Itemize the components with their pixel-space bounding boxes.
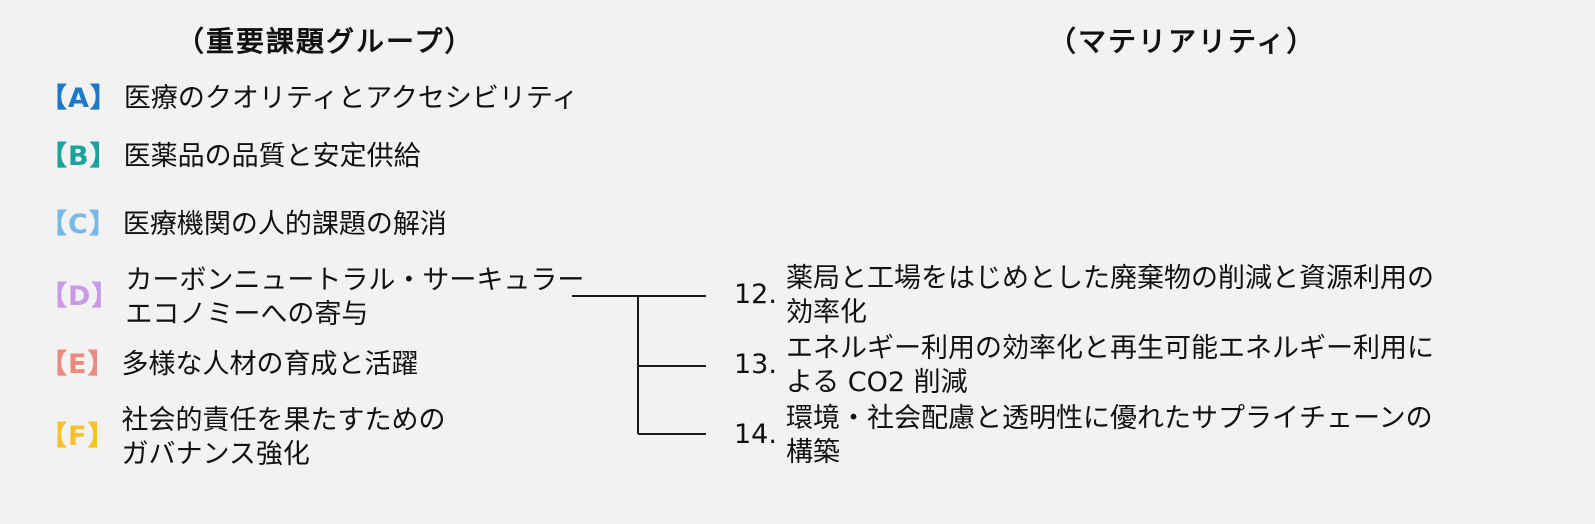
group-badge-d: 【D】 xyxy=(40,281,120,312)
materiality-text-14: 環境・社会配慮と透明性に優れたサプライチェーンの 構築 xyxy=(786,402,1433,470)
materiality-12-line-2: 効率化 xyxy=(786,297,867,328)
group-b-line-1: 医薬品の品質と安定供給 xyxy=(123,141,421,172)
group-label-b: 医薬品の品質と安定供給 xyxy=(124,140,421,174)
materiality-number-13: 13. xyxy=(734,349,777,380)
group-f-line-1: 社会的責任を果たすための xyxy=(121,405,446,436)
group-d: 【D】 カーボンニュートラル・サーキュラー エコノミーへの寄与 xyxy=(40,264,584,332)
materiality-text-13: エネルギー利用の効率化と再生可能エネルギー利用に よる CO2 削減 xyxy=(786,332,1434,400)
materiality-number-12: 12. xyxy=(734,279,777,310)
group-badge-f: 【F】 xyxy=(40,421,116,452)
materiality-text-12: 薬局と工場をはじめとした廃棄物の削減と資源利用の 効率化 xyxy=(786,262,1434,330)
materiality-14: 14. 環境・社会配慮と透明性に優れたサプライチェーンの 構築 xyxy=(734,402,1433,470)
group-a: 【A】 医療のクオリティとアクセシビリティ xyxy=(40,82,578,116)
group-f-line-2: ガバナンス強化 xyxy=(121,439,310,470)
heading-materiality: （マテリアリティ） xyxy=(1048,25,1317,58)
materiality-14-line-1: 環境・社会配慮と透明性に優れたサプライチェーンの xyxy=(786,403,1433,434)
materiality-12-line-1: 薬局と工場をはじめとした廃棄物の削減と資源利用の xyxy=(786,263,1434,294)
group-e-line-1: 多様な人材の育成と活躍 xyxy=(121,349,419,380)
group-label-c: 医療機関の人的課題の解消 xyxy=(123,208,447,242)
materiality-13-line-2: よる CO2 削減 xyxy=(786,367,968,398)
group-e: 【E】 多様な人材の育成と活躍 xyxy=(40,348,418,382)
group-f: 【F】 社会的責任を果たすための ガバナンス強化 xyxy=(40,404,445,472)
group-c-line-1: 医療機関の人的課題の解消 xyxy=(122,209,447,240)
group-a-line-1: 医療のクオリティとアクセシビリティ xyxy=(123,83,579,114)
group-c: 【C】 医療機関の人的課題の解消 xyxy=(40,208,447,242)
group-label-f: 社会的責任を果たすための ガバナンス強化 xyxy=(121,404,445,472)
group-label-a: 医療のクオリティとアクセシビリティ xyxy=(124,82,578,116)
group-label-d: カーボンニュートラル・サーキュラー エコノミーへの寄与 xyxy=(125,264,584,332)
materiality-13: 13. エネルギー利用の効率化と再生可能エネルギー利用に よる CO2 削減 xyxy=(734,332,1434,400)
group-b: 【B】 医薬品の品質と安定供給 xyxy=(40,140,421,174)
group-d-line-1: カーボンニュートラル・サーキュラー xyxy=(125,265,585,296)
heading-key-issue-groups: （重要課題グループ） xyxy=(176,25,475,58)
materiality-12: 12. 薬局と工場をはじめとした廃棄物の削減と資源利用の 効率化 xyxy=(734,262,1434,330)
group-badge-a: 【A】 xyxy=(40,83,118,114)
group-d-line-2: エコノミーへの寄与 xyxy=(125,299,369,330)
group-badge-e: 【E】 xyxy=(40,349,116,380)
materiality-number-14: 14. xyxy=(734,419,777,450)
materiality-13-line-1: エネルギー利用の効率化と再生可能エネルギー利用に xyxy=(786,333,1434,364)
group-badge-b: 【B】 xyxy=(40,141,118,172)
materiality-14-line-2: 構築 xyxy=(786,437,840,468)
group-badge-c: 【C】 xyxy=(40,209,117,240)
group-label-e: 多様な人材の育成と活躍 xyxy=(121,348,418,382)
